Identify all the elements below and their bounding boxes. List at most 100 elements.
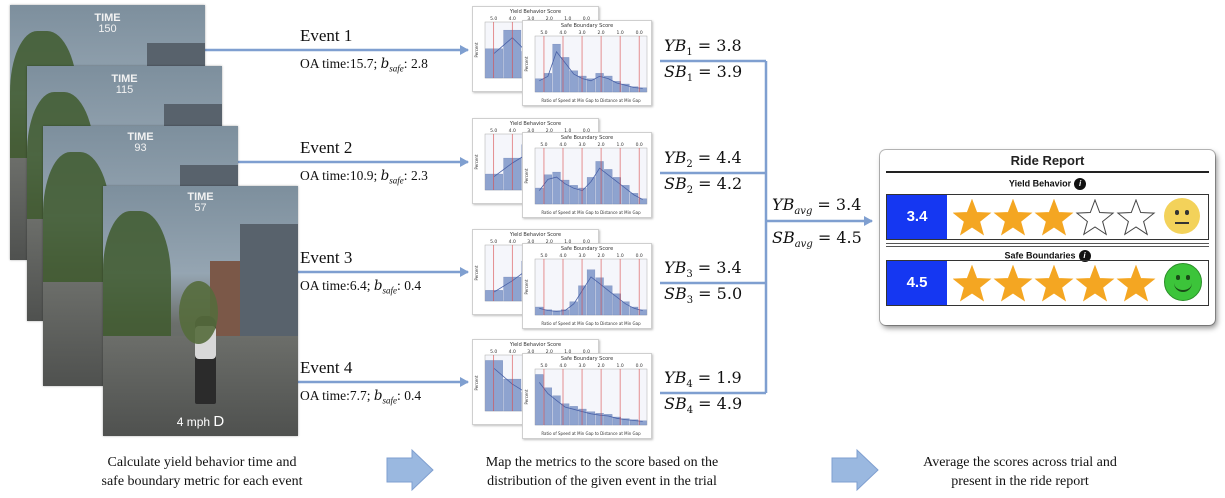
yield-star-rating [952,198,1158,242]
caption-2-line-2: distribution of the given event in the t… [487,474,717,489]
chart-title: Safe Boundary Score [560,246,614,252]
sb-score: SB3 = 5.0 [664,284,743,307]
score-tick-label: 5.0 [490,349,497,355]
histogram-bar [535,187,544,205]
histogram-bar [552,395,561,426]
event-index: 4 [686,379,693,391]
histogram-bar [621,418,630,426]
yb-score: YB2 = 4.4 [664,148,742,171]
b-safe-symbol: b [380,168,390,184]
score-tick-label: 5.0 [540,30,547,36]
histogram-bar [612,293,621,316]
sb-score: SB2 = 4.2 [664,174,743,197]
sb-score: SB1 = 3.9 [664,62,743,85]
score-tick-label: 1.0 [564,16,571,22]
avg-divider [770,220,872,222]
y-axis-label: Percent [524,56,529,71]
safe-star-rating [952,264,1158,308]
x-axis-label: Ratio of Speed at Min Gap to Distance at… [541,431,641,436]
histogram-bar [621,83,630,93]
score-tick-label: 3.0 [578,253,585,259]
histogram-bar [604,75,613,93]
histogram-bar [561,179,570,205]
time-value: 150 [98,23,117,35]
histogram-bar [569,185,578,205]
score-tick-label: 3.0 [527,128,534,134]
star-filled-icon [1116,264,1156,302]
caption-1-line-2: safe boundary metric for each event [101,474,303,489]
event-metrics: OA time:15.7; bsafe: 2.8 [300,56,428,74]
x-axis-label: Ratio of Speed at Min Gap to Distance at… [541,98,641,103]
histogram-bar [630,306,639,316]
histogram-bar [612,177,621,205]
speed-readout: 4 mph D [103,413,298,430]
safe-score-value: 4.5 [887,261,947,305]
yb-value: 1.9 [716,368,742,387]
b-safe-symbol: b [380,56,390,72]
caption-step-2: Map the metrics to the score based on th… [452,453,752,491]
histogram-bar [621,301,630,316]
info-icon[interactable]: i [1074,178,1087,190]
speed-value: 4 mph [176,415,211,429]
y-axis-label: Percent [474,265,479,280]
score-tick-label: 1.0 [564,128,571,134]
score-tick-label: 4.0 [509,349,516,355]
neutral-face-icon [1164,198,1200,234]
histogram-bar [604,285,613,316]
step-arrow [831,448,879,492]
event-metrics: OA time:10.9; bsafe: 2.3 [300,168,428,186]
score-tick-label: 5.0 [490,128,497,134]
score-tick-label: 2.0 [597,30,604,36]
caption-3-line-1: Average the scores across trial and [923,455,1117,470]
caption-3-line-2: present in the ride report [951,474,1089,489]
sb-value: 4.2 [716,174,743,193]
chart-title: Yield Behavior Score [509,121,562,127]
section-rule [886,243,1209,244]
yield-behavior-row: 3.4 [886,194,1209,240]
safe-boundaries-row: 4.5 [886,260,1209,306]
histogram-bar [604,169,613,205]
gear-indicator: D [213,413,225,430]
histogram-bar [638,309,647,316]
event-title: Event 1 [300,26,353,45]
histogram-bar [586,411,596,426]
histogram-bar [578,75,587,93]
histogram-bar [578,285,587,316]
histogram-bar [485,48,503,79]
event-title: Event 2 [300,138,353,157]
oa-time-label: OA time: [300,278,350,293]
oa-time-value: 10.9 [349,168,374,183]
event-index: 1 [686,47,693,59]
event-index: 2 [686,185,694,197]
y-axis-label: Percent [474,42,479,57]
score-tick-label: 5.0 [540,142,547,148]
histogram-bar [612,81,621,93]
density-curve [539,276,643,312]
b-safe-value: 0.4 [404,388,422,403]
score-tick-label: 0.0 [583,239,590,245]
event-index: 3 [686,295,694,307]
score-tick-label: 0.0 [583,349,590,355]
score-tick-label: 2.0 [546,349,553,355]
b-safe-value: 2.8 [410,56,428,71]
title-rule [886,171,1209,173]
score-tick-label: 0.0 [636,253,643,259]
yb-score: YB1 = 3.8 [664,36,742,59]
step-arrow [386,448,434,492]
histogram-bar [595,277,604,316]
score-tick-label: 4.0 [559,30,566,36]
time-value: 57 [194,202,207,214]
histogram-bar [485,360,503,412]
time-label: TIME [127,131,154,143]
info-icon[interactable]: i [1078,250,1091,262]
event-title: Event 4 [300,358,353,377]
event-index: 4 [686,405,694,417]
score-tick-label: 0.0 [583,128,590,134]
histogram-bar [586,177,596,205]
